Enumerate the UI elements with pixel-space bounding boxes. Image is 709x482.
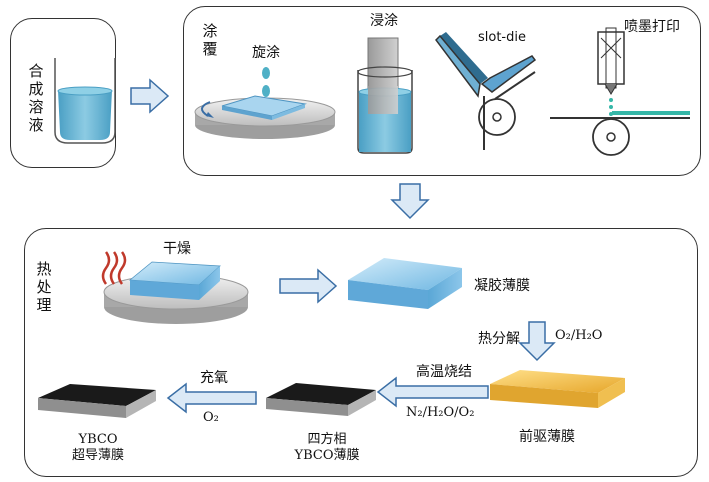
- oxygenation-label: 充氧: [200, 370, 228, 386]
- gel-film-label: 凝胶薄膜: [474, 278, 530, 294]
- gel-film-block: [348, 258, 462, 309]
- coating-title-char: 涂: [202, 22, 218, 40]
- precursor-film-block: [490, 370, 625, 408]
- final-label-line: 超导薄膜: [71, 448, 124, 463]
- drying-label: 干燥: [163, 241, 191, 257]
- oxygenation-gas-label: O₂: [203, 410, 219, 425]
- final-film-label: YBCO 超导薄膜: [58, 432, 138, 464]
- tetragonal-label-line: YBCO薄膜: [294, 448, 360, 463]
- solution-label-char: 成: [28, 80, 44, 98]
- final-label-line: YBCO: [78, 432, 118, 447]
- coating-title-char: 覆: [202, 40, 218, 58]
- sintering-gas-label: N₂/H₂O/O₂: [406, 405, 475, 420]
- pyrolysis-label: 热分解: [478, 331, 520, 347]
- spin-coater-icon: [194, 67, 336, 139]
- tetragonal-label-line: 四方相: [307, 432, 347, 447]
- tetragonal-film-label: 四方相 YBCO薄膜: [272, 432, 382, 464]
- inkjet-printer-icon: [550, 27, 690, 156]
- superconducting-ybco-film: [38, 384, 156, 418]
- heat-title-char: 热: [36, 260, 52, 278]
- steam-icon: [101, 251, 127, 285]
- heat-title-char: 处: [36, 278, 52, 296]
- tetragonal-ybco-film: [266, 383, 376, 416]
- coating-title: 涂 覆: [202, 22, 218, 58]
- arrow-sintering: [376, 376, 489, 408]
- solution-label: 合 成 溶 液: [28, 62, 44, 134]
- heat-treatment-title: 热 处 理: [36, 260, 52, 314]
- pyrolysis-gas-label: O₂/H₂O: [555, 328, 603, 343]
- drying-hotplate-icon: [103, 261, 249, 324]
- dip-coater-icon: [357, 37, 413, 154]
- arrow-to-coating: [130, 78, 170, 114]
- solution-label-char: 溶: [28, 98, 44, 116]
- arrow-drying-to-gel: [279, 268, 338, 304]
- arrow-to-heat-treatment: [390, 183, 430, 220]
- arrow-pyrolysis: [518, 321, 556, 362]
- sintering-label: 高温烧结: [416, 364, 472, 380]
- heat-treatment-panel: [24, 228, 698, 477]
- dip-coating-label: 浸涂: [370, 13, 398, 29]
- inkjet-printing-label: 喷墨打印: [624, 19, 680, 35]
- solution-label-char: 合: [28, 62, 44, 80]
- beaker-icon: [54, 58, 116, 144]
- arrow-oxygenation: [166, 382, 257, 414]
- slot-die-icon: [435, 32, 537, 150]
- solution-label-char: 液: [28, 116, 44, 134]
- slot-die-label: slot-die: [478, 30, 526, 45]
- precursor-film-label: 前驱薄膜: [519, 429, 575, 445]
- spin-coating-label: 旋涂: [252, 45, 280, 61]
- heat-title-char: 理: [36, 296, 52, 314]
